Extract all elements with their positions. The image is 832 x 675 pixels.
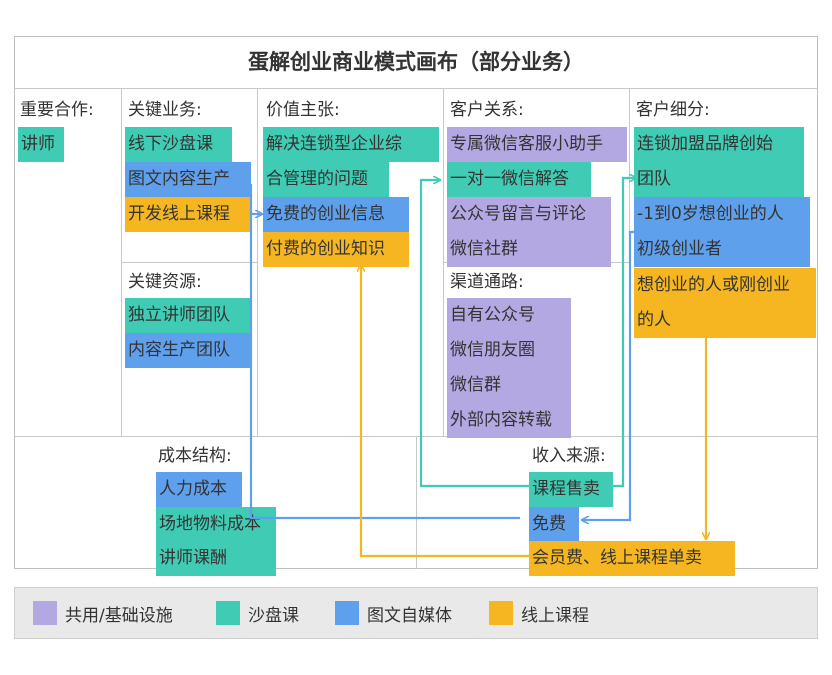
legend-swatch: [335, 601, 359, 625]
revenue-membership-online: 会员费、线上课程单卖: [529, 541, 735, 576]
segment-chain-founders-line2: 团队: [634, 162, 804, 197]
relationship-one-on-one: 一对一微信解答: [447, 162, 591, 197]
channel-own-account: 自有公众号: [447, 298, 571, 333]
legend-label: 沙盘课: [248, 605, 299, 626]
segment-pre-startup-line2: 初级创业者: [634, 232, 810, 267]
cost-revenue-divider: [416, 436, 417, 569]
legend-swatch: [33, 601, 57, 625]
activity-content-production: 图文内容生产: [125, 162, 251, 197]
cost-lecturer-fees: 讲师课酬: [156, 541, 276, 576]
canvas-title: 蛋解创业商业模式画布（部分业务）: [248, 50, 584, 74]
relationship-comments: 公众号留言与评论: [447, 197, 611, 232]
key-resources-heading: 关键资源:: [128, 272, 202, 292]
key-partners-heading: 重要合作:: [20, 100, 94, 120]
legend: 共用/基础设施 沙盘课 图文自媒体 线上课程: [14, 587, 818, 639]
activities-resources-divider: [121, 262, 257, 263]
resource-content-team: 内容生产团队: [125, 333, 251, 368]
segment-pre-startup-line1: -1到0岁想创业的人: [634, 197, 810, 232]
legend-item-shared: 共用/基础设施: [33, 588, 173, 638]
revenue-course-sales: 课程售卖: [529, 472, 613, 507]
legend-label: 线上课程: [521, 605, 589, 626]
legend-item-online: 线上课程: [489, 588, 589, 638]
channel-wechat-group: 微信群: [447, 368, 571, 403]
legend-swatch: [489, 601, 513, 625]
revenue-streams-heading: 收入来源:: [532, 446, 606, 466]
cost-labor: 人力成本: [156, 472, 242, 507]
value-paid-knowledge: 付费的创业知识: [263, 232, 409, 267]
revenue-free: 免费: [529, 507, 579, 542]
title-divider: [14, 88, 818, 89]
cost-venue-materials: 场地物料成本: [156, 507, 276, 542]
activity-offline-sandtable: 线下沙盘课: [125, 127, 232, 162]
col-divider-4: [629, 88, 630, 436]
legend-label: 图文自媒体: [367, 605, 452, 626]
customer-relationships-heading: 客户关系:: [450, 100, 524, 120]
channel-external-repost: 外部内容转载: [447, 403, 571, 438]
key-activities-heading: 关键业务:: [128, 100, 202, 120]
segment-new-founders-line1: 想创业的人或刚创业: [634, 268, 816, 303]
cost-structure-heading: 成本结构:: [158, 446, 232, 466]
legend-item-media: 图文自媒体: [335, 588, 452, 638]
activity-online-course-dev: 开发线上课程: [125, 197, 251, 232]
col-divider-2: [257, 88, 258, 436]
segment-chain-founders-line1: 连锁加盟品牌创始: [634, 127, 804, 162]
segment-new-founders-line2: 的人: [634, 303, 816, 338]
partner-lecturer: 讲师: [18, 127, 64, 162]
relationship-community: 微信社群: [447, 232, 611, 267]
relationship-wechat-assistant: 专属微信客服小助手: [447, 127, 627, 162]
channel-moments: 微信朋友圈: [447, 333, 571, 368]
value-free-info: 免费的创业信息: [263, 197, 409, 232]
resource-lecturer-team: 独立讲师团队: [125, 298, 251, 333]
customer-segments-heading: 客户细分:: [636, 100, 710, 120]
legend-swatch: [216, 601, 240, 625]
value-chain-mgmt-line2: 合管理的问题: [263, 162, 389, 197]
legend-label: 共用/基础设施: [65, 605, 173, 626]
channels-heading: 渠道通路:: [450, 272, 524, 292]
value-chain-mgmt-line1: 解决连锁型企业综: [263, 127, 439, 162]
value-propositions-heading: 价值主张:: [266, 100, 340, 120]
legend-item-sandtable: 沙盘课: [216, 588, 299, 638]
